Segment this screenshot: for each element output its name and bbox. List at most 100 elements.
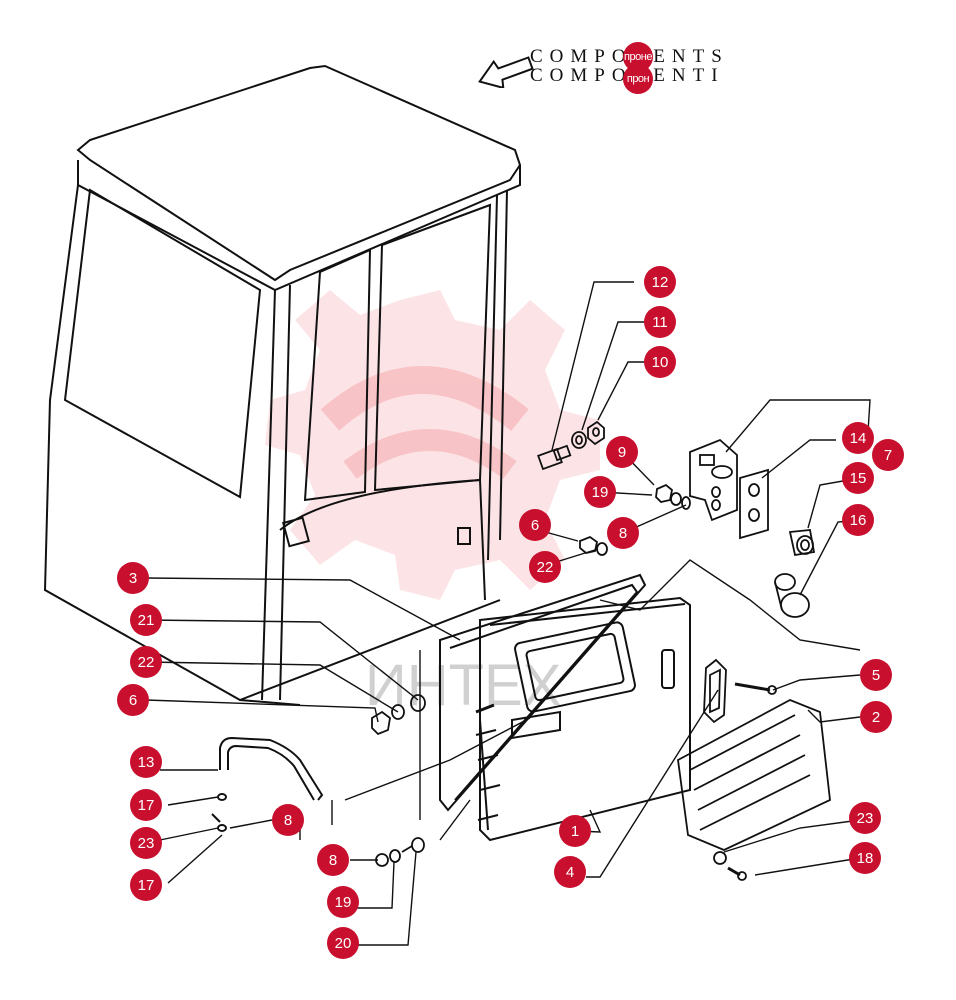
- callout-circle: [842, 422, 874, 454]
- rod-drawing: [211, 736, 324, 832]
- callout-label: 3: [129, 570, 137, 587]
- callout-label: 6: [531, 517, 539, 534]
- callout-label: 9: [618, 444, 626, 461]
- callout-circle: [860, 701, 892, 733]
- callout-label: 22: [138, 654, 155, 671]
- callout-circle: [130, 789, 162, 821]
- callout-23: 23: [849, 802, 881, 834]
- callout-label: 2: [872, 709, 880, 726]
- callout-23: 23: [130, 827, 162, 859]
- callout-label: 17: [138, 877, 155, 894]
- callout-label: 10: [652, 354, 669, 371]
- callout-1: 1: [559, 815, 591, 847]
- callout-4: 4: [554, 856, 586, 888]
- watermark-gear-icon: [265, 290, 600, 600]
- callout-10: 10: [644, 346, 676, 378]
- callout-label: 4: [566, 864, 574, 881]
- callout-14: 14: [842, 422, 874, 454]
- callout-circle: [519, 509, 551, 541]
- callout-label: 18: [857, 850, 874, 867]
- callout-19: 19: [327, 886, 359, 918]
- callout-circle: [842, 462, 874, 494]
- callout-12: 12: [644, 266, 676, 298]
- callout-22: 22: [130, 646, 162, 678]
- callout-circle: [584, 476, 616, 508]
- callout-circle: [860, 659, 892, 691]
- callout-layer: 1211109198622147151632122652131723817142…: [117, 266, 904, 959]
- callout-label: 19: [592, 484, 609, 501]
- callout-circle: [327, 927, 359, 959]
- callout-8: 8: [272, 804, 304, 836]
- callout-8: 8: [317, 844, 349, 876]
- door-panel-drawing: [439, 573, 691, 842]
- callout-label: 7: [884, 447, 892, 464]
- callout-label: 14: [850, 430, 867, 447]
- callout-circle: [842, 504, 874, 536]
- callout-5: 5: [860, 659, 892, 691]
- callout-circle: [117, 684, 149, 716]
- callout-circle: [130, 869, 162, 901]
- callout-11: 11: [644, 306, 676, 338]
- callout-label: 21: [138, 612, 155, 629]
- callout-circle: [130, 604, 162, 636]
- callout-label: 23: [857, 810, 874, 827]
- callout-circle: [317, 844, 349, 876]
- callout-circle: [130, 827, 162, 859]
- callout-circle: [606, 436, 638, 468]
- callout-label: 13: [138, 754, 155, 771]
- callout-label: 5: [872, 667, 880, 684]
- callout-circle: [607, 517, 639, 549]
- callout-19: 19: [584, 476, 616, 508]
- callout-circle: [130, 646, 162, 678]
- callout-circle: [559, 815, 591, 847]
- callout-label: 6: [129, 692, 137, 709]
- callout-circle: [327, 886, 359, 918]
- callout-label: 12: [652, 274, 669, 291]
- callout-label: 17: [138, 797, 155, 814]
- lock-drawing: [689, 438, 816, 618]
- callout-label: 19: [335, 894, 352, 911]
- cab-drawing: [43, 64, 522, 706]
- callout-label: 8: [284, 812, 292, 829]
- callout-circle: [644, 306, 676, 338]
- callout-circle: [117, 562, 149, 594]
- callout-2: 2: [860, 701, 892, 733]
- callout-circle: [130, 746, 162, 778]
- callout-16: 16: [842, 504, 874, 536]
- callout-circle: [554, 856, 586, 888]
- callout-circle: [872, 439, 904, 471]
- washers-drawing: [579, 483, 691, 556]
- callout-label: 8: [329, 852, 337, 869]
- callout-label: 8: [619, 525, 627, 542]
- callout-circle: [644, 266, 676, 298]
- callout-22: 22: [529, 551, 561, 583]
- callout-6: 6: [519, 509, 551, 541]
- header-badge-2: прон: [623, 64, 653, 94]
- callout-label: 1: [571, 823, 579, 840]
- callout-circle: [529, 551, 561, 583]
- callout-circle: [849, 802, 881, 834]
- callout-3: 3: [117, 562, 149, 594]
- callout-21: 21: [130, 604, 162, 636]
- callout-15: 15: [842, 462, 874, 494]
- callout-circle: [644, 346, 676, 378]
- arrow-icon: [478, 56, 534, 88]
- callout-circle: [272, 804, 304, 836]
- callout-18: 18: [849, 842, 881, 874]
- callout-9: 9: [606, 436, 638, 468]
- callout-8: 8: [607, 517, 639, 549]
- callout-circle: [849, 842, 881, 874]
- callout-13: 13: [130, 746, 162, 778]
- callout-label: 20: [335, 935, 352, 952]
- callout-6: 6: [117, 684, 149, 716]
- callout-7: 7: [872, 439, 904, 471]
- bolt-set-drawing: [371, 694, 495, 867]
- callout-label: 11: [652, 314, 668, 331]
- vent-grille-drawing: [677, 699, 831, 881]
- callout-label: 22: [537, 559, 554, 576]
- callout-label: 15: [850, 470, 867, 487]
- callout-label: 23: [138, 835, 155, 852]
- callout-17: 17: [130, 789, 162, 821]
